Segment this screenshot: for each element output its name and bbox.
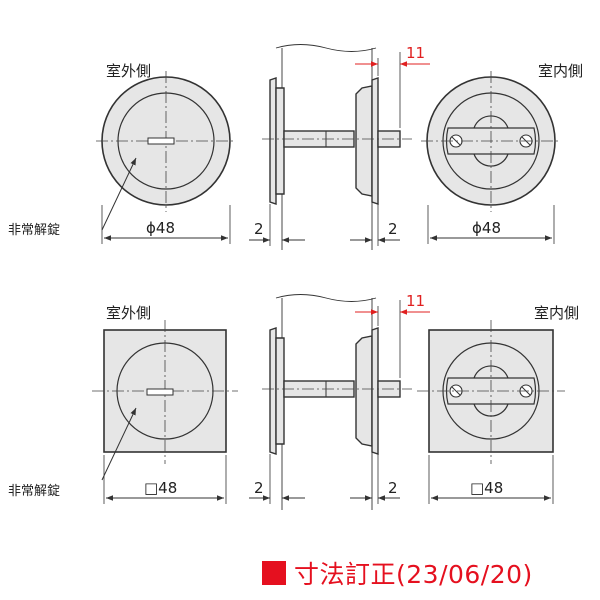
emergency-slot <box>147 137 175 145</box>
square-side-section: 11 2 2 <box>249 292 430 510</box>
ext-cup <box>275 87 285 195</box>
interior-side-label-bottom: 室内側 <box>534 304 579 322</box>
square-type-row: 室外側 非常解錠 □48 <box>8 292 579 510</box>
emergency-unlock-label-bottom: 非常解錠 <box>8 484 60 499</box>
sq-screw-left-slot <box>451 386 461 396</box>
square-exterior-view: 室外側 非常解錠 □48 <box>8 304 238 504</box>
round-type-row: 室外側 非常解錠 ϕ48 <box>8 44 583 250</box>
round-interior-view: 室内側 ϕ48 <box>421 62 583 244</box>
revision-note-text: 寸法訂正(23/06/20) <box>294 560 533 589</box>
sq-int-cup <box>355 335 373 447</box>
square-size-label-right: □48 <box>470 479 503 497</box>
ext-rose-plate <box>269 77 277 205</box>
emergency-leader-line <box>101 157 137 231</box>
revision-marker-icon <box>262 561 286 585</box>
sq-emergency-slot <box>146 388 174 396</box>
round-diameter-label-left: ϕ48 <box>146 219 175 237</box>
plate-thickness-label-right-top: 2 <box>388 220 398 238</box>
plate-thickness-label-left-top: 2 <box>254 220 264 238</box>
sq-int-rose-plate <box>371 327 379 455</box>
sq-emergency-leader-line <box>101 407 137 481</box>
sq-ext-cup <box>275 337 285 445</box>
int-rose-plate <box>371 77 379 205</box>
emergency-unlock-label-top: 非常解錠 <box>8 223 60 238</box>
door-break-line <box>275 44 377 52</box>
square-interior-view: 室内側 □48 <box>417 304 579 504</box>
int-cup <box>355 85 373 197</box>
square-size-label-left: □48 <box>144 479 177 497</box>
sq-door-break-line <box>275 294 377 302</box>
plate-thickness-label-right-bottom: 2 <box>388 479 398 497</box>
round-diameter-label-right: ϕ48 <box>472 219 501 237</box>
round-side-section: 11 2 2 <box>249 44 430 250</box>
sq-ext-rose-plate <box>269 327 277 455</box>
round-exterior-view: 室外側 非常解錠 ϕ48 <box>8 62 236 244</box>
spindle-projection-label-bottom: 11 <box>406 292 425 310</box>
exterior-side-label-bottom: 室外側 <box>106 304 151 322</box>
plate-thickness-label-left-bottom: 2 <box>254 479 264 497</box>
exterior-side-label-top: 室外側 <box>106 62 151 80</box>
revision-note: 寸法訂正(23/06/20) <box>262 556 533 590</box>
spindle-projection-label-top: 11 <box>406 44 425 62</box>
interior-side-label-top: 室内側 <box>538 62 583 80</box>
